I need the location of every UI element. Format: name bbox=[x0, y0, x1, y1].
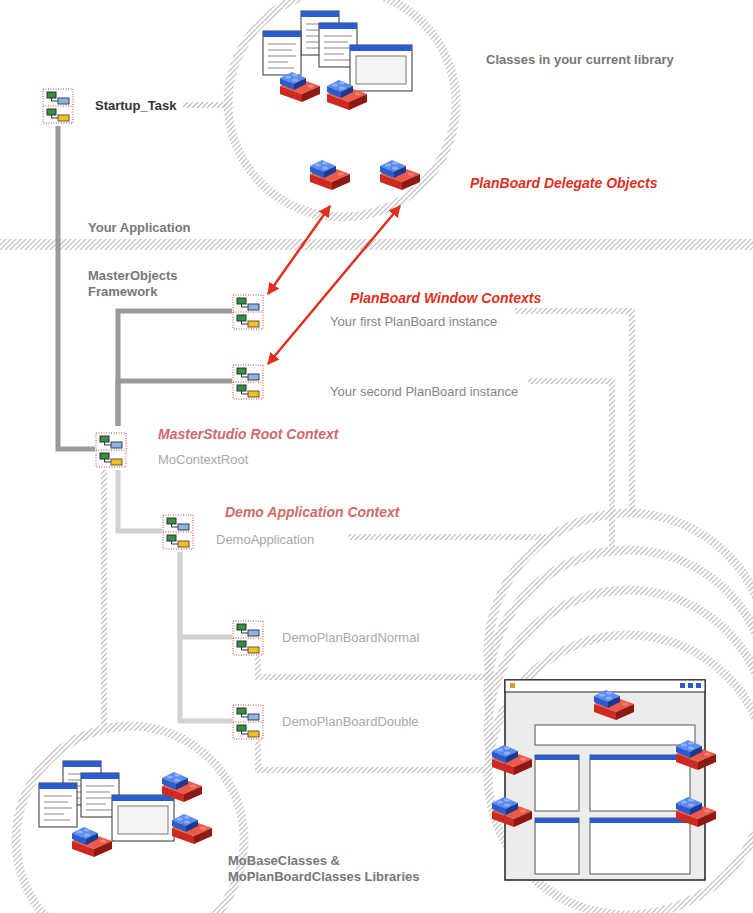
drawing-part bbox=[676, 797, 716, 827]
hierarchy-line bbox=[101, 470, 107, 725]
drawing-part bbox=[590, 818, 690, 823]
delegate-arrow bbox=[268, 206, 330, 294]
context-icon bbox=[42, 88, 74, 124]
drawing-part bbox=[696, 683, 701, 688]
drawing-part bbox=[327, 80, 367, 110]
drawing-part bbox=[535, 755, 579, 760]
base-library-circle bbox=[16, 726, 244, 913]
node-label: Startup_Task bbox=[95, 98, 176, 114]
context-icon bbox=[233, 621, 263, 655]
base-library-node: MoBaseClasses & MoPlanBoardClasses Libra… bbox=[15, 725, 452, 913]
drawing-part bbox=[505, 680, 705, 692]
library-illustration bbox=[263, 11, 412, 110]
base-library-illustration bbox=[39, 761, 212, 857]
drawing-part bbox=[488, 635, 753, 913]
root-context: MasterStudio Root ContextMoContextRoot bbox=[95, 426, 343, 470]
library-circle-node: PlanBoard Delegate Objects Classes in you… bbox=[227, 0, 747, 218]
drawing-part bbox=[535, 818, 579, 874]
hierarchy-line bbox=[118, 470, 162, 531]
drawing-part bbox=[535, 755, 579, 811]
node-label: PlanBoard Delegate Objects bbox=[470, 175, 658, 191]
drawing-part bbox=[590, 818, 690, 874]
drawing-part bbox=[263, 31, 301, 75]
delegate-arrow bbox=[268, 206, 400, 364]
context-icon bbox=[232, 364, 264, 400]
drawing-part bbox=[258, 656, 494, 677]
delegate-group: PlanBoard Delegate Objects bbox=[295, 150, 662, 206]
node-label: DemoPlanBoardNormal bbox=[282, 630, 419, 646]
window-context: Your second PlanBoard instance bbox=[232, 364, 523, 402]
drawing-part bbox=[350, 45, 412, 51]
drawing-part bbox=[594, 690, 634, 720]
task-context: Startup_Task bbox=[42, 88, 181, 126]
delegate-brick bbox=[380, 160, 420, 190]
drawing-part bbox=[590, 755, 690, 811]
drawing-part bbox=[492, 797, 532, 827]
drawing-part bbox=[676, 740, 716, 770]
drawing-part bbox=[492, 745, 532, 775]
section-label: MasterObjects Framework bbox=[88, 268, 198, 300]
drawing-part bbox=[118, 806, 168, 834]
node-sublabel: MoContextRoot bbox=[158, 452, 248, 468]
section-label: Your Application bbox=[88, 220, 191, 236]
node-label: MoBaseClasses & MoPlanBoardClasses Libra… bbox=[228, 853, 448, 885]
node-label: Your first PlanBoard instance bbox=[330, 314, 497, 330]
hierarchy-line bbox=[180, 552, 232, 637]
context-icon bbox=[95, 432, 127, 468]
drawing-part bbox=[688, 683, 693, 688]
node-sublabel: DemoApplication bbox=[216, 532, 314, 548]
drawing-part bbox=[258, 740, 490, 770]
hierarchy-line bbox=[118, 381, 232, 426]
delegate-brick bbox=[310, 160, 350, 190]
drawing-part bbox=[280, 72, 320, 102]
drawing-part bbox=[590, 755, 690, 760]
drawing-part bbox=[510, 683, 515, 688]
drawing-part bbox=[528, 381, 612, 548]
drawing-part bbox=[680, 683, 685, 688]
section-label: PlanBoard Window Contexts bbox=[350, 290, 541, 306]
context-icon bbox=[232, 294, 264, 330]
drawing-part bbox=[535, 818, 579, 823]
drawing-part bbox=[112, 795, 174, 801]
drawing-part bbox=[72, 827, 112, 857]
context-icon bbox=[43, 89, 73, 123]
context-icon bbox=[233, 365, 263, 399]
drawing-part bbox=[172, 814, 212, 844]
drawing-part bbox=[112, 795, 174, 841]
node-label: MasterStudio Root Context bbox=[158, 426, 338, 442]
planboard-window-stack bbox=[488, 513, 753, 913]
drawing-part bbox=[162, 772, 202, 802]
context-icon bbox=[233, 295, 263, 329]
drawing-part bbox=[535, 725, 695, 745]
drawing-part bbox=[350, 45, 412, 91]
library-circle bbox=[228, 0, 456, 217]
application-context: Demo Application ContextDemoApplication bbox=[162, 504, 404, 552]
node-label: Your second PlanBoard instance bbox=[330, 384, 518, 400]
planboard-context: DemoPlanBoardDouble bbox=[232, 704, 423, 742]
node-label: Demo Application Context bbox=[225, 504, 400, 520]
context-icon bbox=[163, 515, 193, 549]
hierarchy-line bbox=[180, 552, 232, 721]
planboard-context: DemoPlanBoardNormal bbox=[232, 620, 424, 658]
drawing-part bbox=[348, 534, 545, 540]
context-icon bbox=[162, 514, 194, 550]
drawing-part bbox=[505, 680, 705, 880]
separator-band bbox=[0, 239, 753, 250]
node-label: DemoPlanBoardDouble bbox=[282, 714, 419, 730]
drawing-part bbox=[356, 56, 406, 84]
context-icon bbox=[232, 620, 264, 656]
drawing-part bbox=[39, 783, 77, 827]
hierarchy-line bbox=[118, 311, 232, 426]
hierarchy-line bbox=[183, 102, 227, 108]
node-label: Classes in your current library bbox=[486, 52, 674, 68]
context-icon bbox=[96, 433, 126, 467]
context-icon bbox=[233, 705, 263, 739]
context-icon bbox=[232, 704, 264, 740]
